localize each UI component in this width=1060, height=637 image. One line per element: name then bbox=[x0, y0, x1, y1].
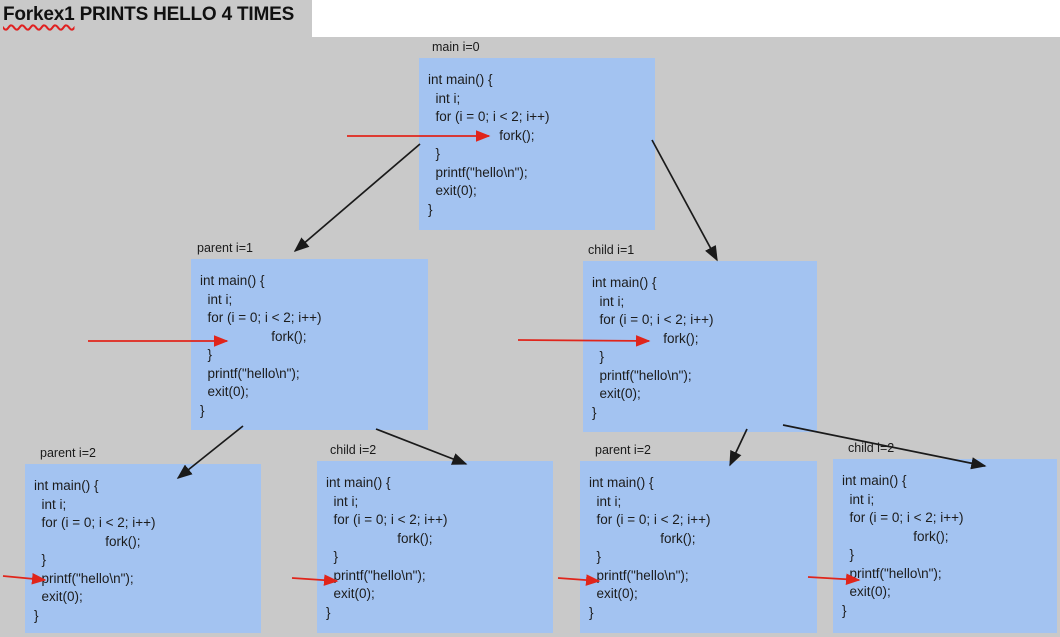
process-node-parent-i1: parent i=1 int main() { int i; for (i = … bbox=[191, 240, 428, 430]
code-text: int main() { int i; for (i = 0; i < 2; i… bbox=[34, 478, 156, 623]
page-title: Forkex1 PRINTS HELLO 4 TIMES bbox=[3, 3, 294, 26]
process-node-parent-i2-right: parent i=2 int main() { int i; for (i = … bbox=[580, 442, 817, 633]
edge-main-to-parent-i1 bbox=[293, 143, 421, 252]
process-node-child-i2-right: child i=2 int main() { int i; for (i = 0… bbox=[833, 440, 1057, 633]
process-code-box: int main() { int i; for (i = 0; i < 2; i… bbox=[583, 261, 817, 432]
process-code-box: int main() { int i; for (i = 0; i < 2; i… bbox=[317, 461, 553, 633]
process-code-box: int main() { int i; for (i = 0; i < 2; i… bbox=[191, 259, 428, 430]
process-node-label: child i=2 bbox=[848, 441, 895, 455]
process-node-label: parent i=2 bbox=[595, 443, 651, 457]
background-white-strip bbox=[312, 0, 1060, 37]
code-text: int main() { int i; for (i = 0; i < 2; i… bbox=[200, 273, 322, 418]
process-node-parent-i2-left: parent i=2 int main() { int i; for (i = … bbox=[25, 445, 261, 633]
page-title-rest: PRINTS HELLO 4 TIMES bbox=[74, 4, 295, 25]
process-node-label: parent i=2 bbox=[40, 446, 96, 460]
code-text: int main() { int i; for (i = 0; i < 2; i… bbox=[842, 473, 964, 618]
process-node-label: main i=0 bbox=[432, 40, 480, 54]
code-text: int main() { int i; for (i = 0; i < 2; i… bbox=[326, 475, 448, 620]
process-code-box: int main() { int i; for (i = 0; i < 2; i… bbox=[833, 459, 1057, 633]
process-node-label: child i=2 bbox=[330, 443, 377, 457]
process-node-main-i0: main i=0 int main() { int i; for (i = 0;… bbox=[419, 39, 655, 230]
process-node-label: child i=1 bbox=[588, 243, 635, 257]
process-code-box: int main() { int i; for (i = 0; i < 2; i… bbox=[580, 461, 817, 633]
code-text: int main() { int i; for (i = 0; i < 2; i… bbox=[428, 72, 550, 217]
process-code-box: int main() { int i; for (i = 0; i < 2; i… bbox=[25, 464, 261, 633]
code-text: int main() { int i; for (i = 0; i < 2; i… bbox=[592, 275, 714, 420]
page-title-word-forkex1: Forkex1 bbox=[3, 4, 75, 25]
process-node-child-i2-left: child i=2 int main() { int i; for (i = 0… bbox=[317, 442, 553, 633]
process-code-box: int main() { int i; for (i = 0; i < 2; i… bbox=[419, 58, 655, 230]
process-node-label: parent i=1 bbox=[197, 241, 253, 255]
process-node-child-i1: child i=1 int main() { int i; for (i = 0… bbox=[583, 242, 817, 432]
code-text: int main() { int i; for (i = 0; i < 2; i… bbox=[589, 475, 711, 620]
